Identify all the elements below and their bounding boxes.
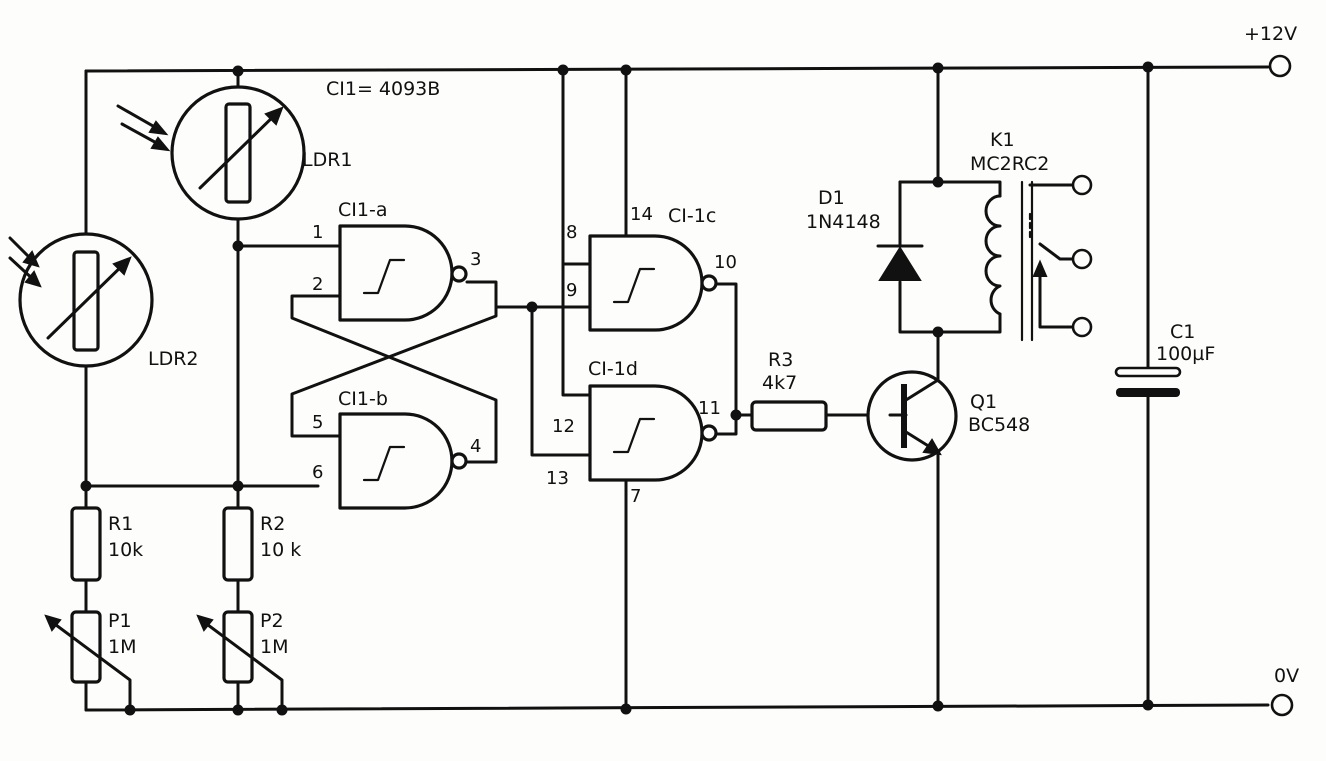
gate-c-label: CI-1c xyxy=(668,205,716,227)
capacitor-c1 xyxy=(1114,366,1182,397)
ground-rail-label: 0V xyxy=(1274,665,1299,687)
ground-rail xyxy=(84,703,1270,712)
relay-terminal-common xyxy=(1071,174,1093,196)
potentiometer-p2 xyxy=(196,610,284,710)
pin-10: 10 xyxy=(714,252,737,273)
nand-gate-d xyxy=(588,384,718,482)
r2-value: 10 k xyxy=(260,539,301,561)
positive-rail-label: +12V xyxy=(1244,23,1297,45)
pin-13: 13 xyxy=(546,468,569,489)
pin-1: 1 xyxy=(312,222,323,243)
pin-12: 12 xyxy=(552,416,575,437)
p1-name: P1 xyxy=(108,610,132,632)
pin-4: 4 xyxy=(470,436,481,457)
nand-gate-b xyxy=(338,412,468,510)
ic-type-note: CI1= 4093B xyxy=(326,78,440,100)
r3-name: R3 xyxy=(768,349,793,371)
d1-value: 1N4148 xyxy=(806,211,881,233)
transistor-q1 xyxy=(866,370,958,462)
resistor-r3 xyxy=(750,400,828,432)
k1-name: K1 xyxy=(990,129,1015,151)
relay-k1-coil xyxy=(984,194,1002,316)
ground-terminal xyxy=(1270,693,1294,717)
positive-rail xyxy=(84,65,1270,73)
pin-9: 9 xyxy=(566,280,577,301)
k1-value: MC2RC2 xyxy=(970,153,1049,175)
nand-gate-c xyxy=(588,234,718,332)
gate-d-label: CI-1d xyxy=(588,358,638,380)
pin-2: 2 xyxy=(312,274,323,295)
r1-name: R1 xyxy=(108,513,133,535)
ldr1-symbol xyxy=(116,85,306,221)
r3-value: 4k7 xyxy=(762,372,797,394)
pin-6: 6 xyxy=(312,462,323,483)
positive-terminal xyxy=(1268,54,1292,78)
pin-11: 11 xyxy=(698,398,721,419)
ldr2-label: LDR2 xyxy=(148,348,199,370)
q1-name: Q1 xyxy=(970,391,997,413)
gate-a-label: CI1-a xyxy=(338,199,387,221)
p1-value: 1M xyxy=(108,636,136,658)
pin-14: 14 xyxy=(630,204,653,225)
p2-value: 1M xyxy=(260,636,288,658)
q1-value: BC548 xyxy=(968,414,1030,436)
nand-gate-a xyxy=(338,224,468,322)
d1-name: D1 xyxy=(818,187,845,209)
pin-3: 3 xyxy=(470,249,481,270)
pin-8: 8 xyxy=(566,222,577,243)
ldr1-label: LDR1 xyxy=(302,149,353,171)
relay-terminal-no xyxy=(1071,316,1093,338)
ldr2-symbol xyxy=(8,232,154,368)
resistor-r2 xyxy=(222,506,254,582)
p2-name: P2 xyxy=(260,610,284,632)
c1-value: 100µF xyxy=(1156,343,1215,365)
gate-b-label: CI1-b xyxy=(338,388,388,410)
junction-dots xyxy=(80,61,1154,716)
r1-value: 10k xyxy=(108,539,143,561)
diode-d1 xyxy=(876,218,924,281)
r2-name: R2 xyxy=(260,513,285,535)
pin-5: 5 xyxy=(312,412,323,433)
pin-7: 7 xyxy=(630,486,641,507)
c1-name: C1 xyxy=(1170,321,1195,343)
potentiometer-p1 xyxy=(44,610,132,710)
resistor-r1 xyxy=(70,506,102,582)
relay-terminal-nc xyxy=(1071,248,1093,270)
